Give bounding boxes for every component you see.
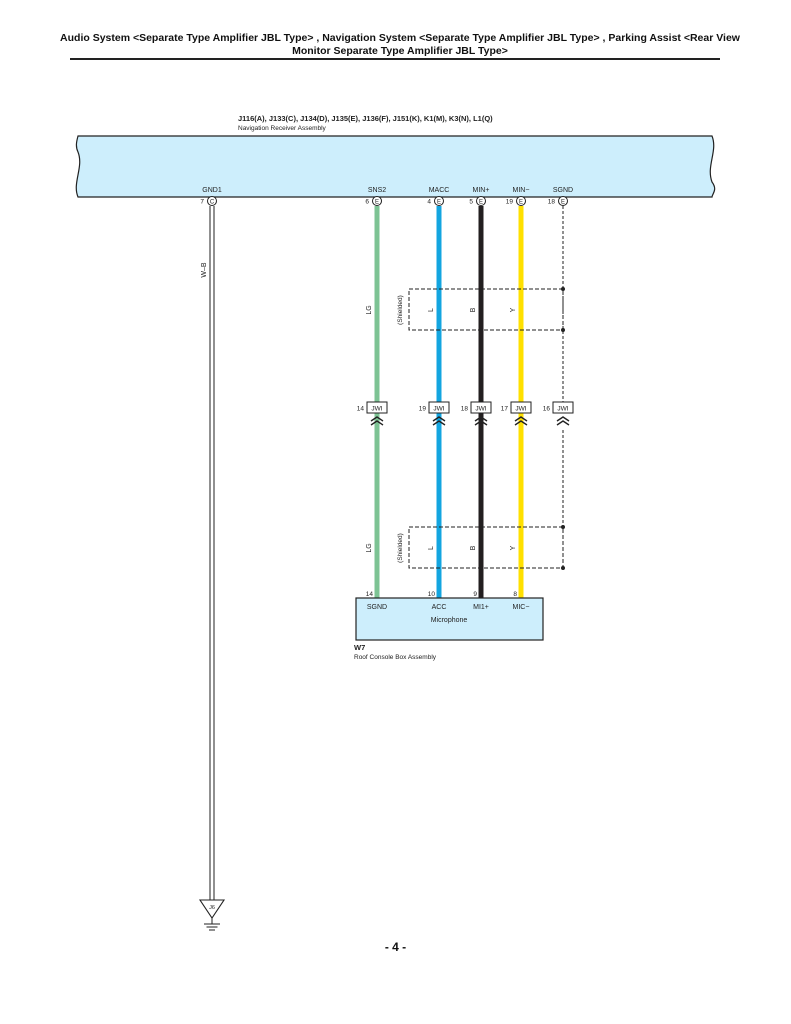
junction-jwi-1: JWI 14 bbox=[357, 401, 388, 426]
pin-label-macc: MACC bbox=[429, 187, 450, 194]
pin-label-minm: MIN− bbox=[513, 187, 530, 194]
shield-lower bbox=[408, 525, 565, 570]
shield-upper bbox=[408, 287, 565, 332]
page-title-line-2: Monitor Separate Type Amplifier JBL Type… bbox=[292, 45, 508, 57]
receiver-name: Navigation Receiver Assembly bbox=[238, 125, 327, 132]
wire-label-lg-upper: LG bbox=[366, 305, 373, 314]
terminal-gnd1: C 7 bbox=[200, 196, 217, 206]
page-title-line-1: Audio System <Separate Type Amplifier JB… bbox=[60, 32, 740, 44]
wire-label-b-upper: B bbox=[470, 307, 477, 312]
junction-name-2: JWI bbox=[433, 406, 444, 413]
junction-pin-1: 14 bbox=[357, 406, 365, 413]
junction-jwi-2: JWI 19 bbox=[419, 401, 450, 426]
pin-number-macc: 4 bbox=[427, 199, 431, 206]
wire-label-y-upper: Y bbox=[510, 307, 517, 312]
junction-jwi-3: JWI 18 bbox=[461, 401, 492, 426]
terminal-sgnd: E 18 bbox=[548, 196, 568, 206]
junction-pin-5: 16 bbox=[543, 406, 551, 413]
ground-label: J6 bbox=[209, 905, 215, 911]
mic-pin-number-3: 9 bbox=[473, 591, 477, 598]
terminal-minm: E 19 bbox=[506, 196, 526, 206]
junction-pin-4: 17 bbox=[501, 406, 509, 413]
terminal-letter-minm: E bbox=[519, 200, 523, 206]
mic-pin-label-2: ACC bbox=[432, 604, 447, 611]
ground-symbol-icon bbox=[198, 899, 226, 931]
mic-pin-label-3: MI1+ bbox=[473, 604, 489, 611]
pin-number-minm: 19 bbox=[506, 199, 514, 206]
title-divider bbox=[70, 58, 720, 60]
page-title: Audio System <Separate Type Amplifier JB… bbox=[60, 32, 740, 58]
receiver-connector-list: J116(A), J133(C), J134(D), J135(E), J136… bbox=[238, 114, 493, 123]
wire-label-wb: W–B bbox=[201, 262, 208, 278]
pin-label-gnd1: GND1 bbox=[202, 187, 222, 194]
terminal-letter-minp: E bbox=[479, 200, 483, 206]
wire-label-y-lower: Y bbox=[510, 545, 517, 550]
microphone-connector: W7 bbox=[354, 643, 365, 652]
pin-number-sns2: 6 bbox=[365, 199, 369, 206]
junction-pin-2: 19 bbox=[419, 406, 427, 413]
mic-pin-label-4: MIC− bbox=[513, 604, 530, 611]
navigation-receiver-box bbox=[75, 135, 716, 198]
microphone-name: Microphone bbox=[431, 617, 468, 624]
wire-label-l-upper: L bbox=[428, 308, 435, 312]
pin-number-sgnd: 18 bbox=[548, 199, 556, 206]
wire-gnd1-wb bbox=[209, 206, 215, 900]
junction-name-5: JWI bbox=[557, 406, 568, 413]
terminal-letter-macc: E bbox=[437, 200, 441, 206]
wire-label-b-lower: B bbox=[470, 545, 477, 550]
shield-label-lower: (Shielded) bbox=[397, 533, 404, 563]
junction-jwi-4: JWI 17 bbox=[501, 401, 532, 426]
page-number: - 4 - bbox=[384, 940, 407, 954]
microphone-assembly-name: Roof Console Box Assembly bbox=[354, 654, 437, 661]
pin-label-sns2: SNS2 bbox=[368, 187, 386, 194]
terminal-letter-sns2: E bbox=[375, 200, 379, 206]
pin-label-minp: MIN+ bbox=[473, 187, 490, 194]
pin-number-minp: 5 bbox=[469, 199, 473, 206]
wire-label-lg-lower: LG bbox=[366, 543, 373, 552]
mic-pin-number-1: 14 bbox=[366, 591, 374, 598]
junction-pin-3: 18 bbox=[461, 406, 469, 413]
junction-name-4: JWI bbox=[515, 406, 526, 413]
terminal-letter-sgnd: E bbox=[561, 200, 565, 206]
shield-label-upper: (Shielded) bbox=[397, 295, 404, 325]
wire-label-l-lower: L bbox=[428, 546, 435, 550]
mic-pin-number-2: 10 bbox=[428, 591, 436, 598]
terminal-sns2: E 6 bbox=[365, 196, 382, 206]
junction-name-3: JWI bbox=[475, 406, 486, 413]
pin-label-sgnd: SGND bbox=[553, 187, 573, 194]
junction-name-1: JWI bbox=[371, 406, 382, 413]
terminal-letter-gnd1: C bbox=[210, 200, 215, 206]
junction-jwi-5: JWI 16 bbox=[543, 401, 574, 426]
pin-number-gnd1: 7 bbox=[200, 199, 204, 206]
terminal-minp: E 5 bbox=[469, 196, 486, 206]
terminal-macc: E 4 bbox=[427, 196, 444, 206]
mic-pin-number-4: 8 bbox=[513, 591, 517, 598]
mic-pin-label-1: SGND bbox=[367, 604, 387, 611]
microphone-box bbox=[355, 597, 544, 641]
